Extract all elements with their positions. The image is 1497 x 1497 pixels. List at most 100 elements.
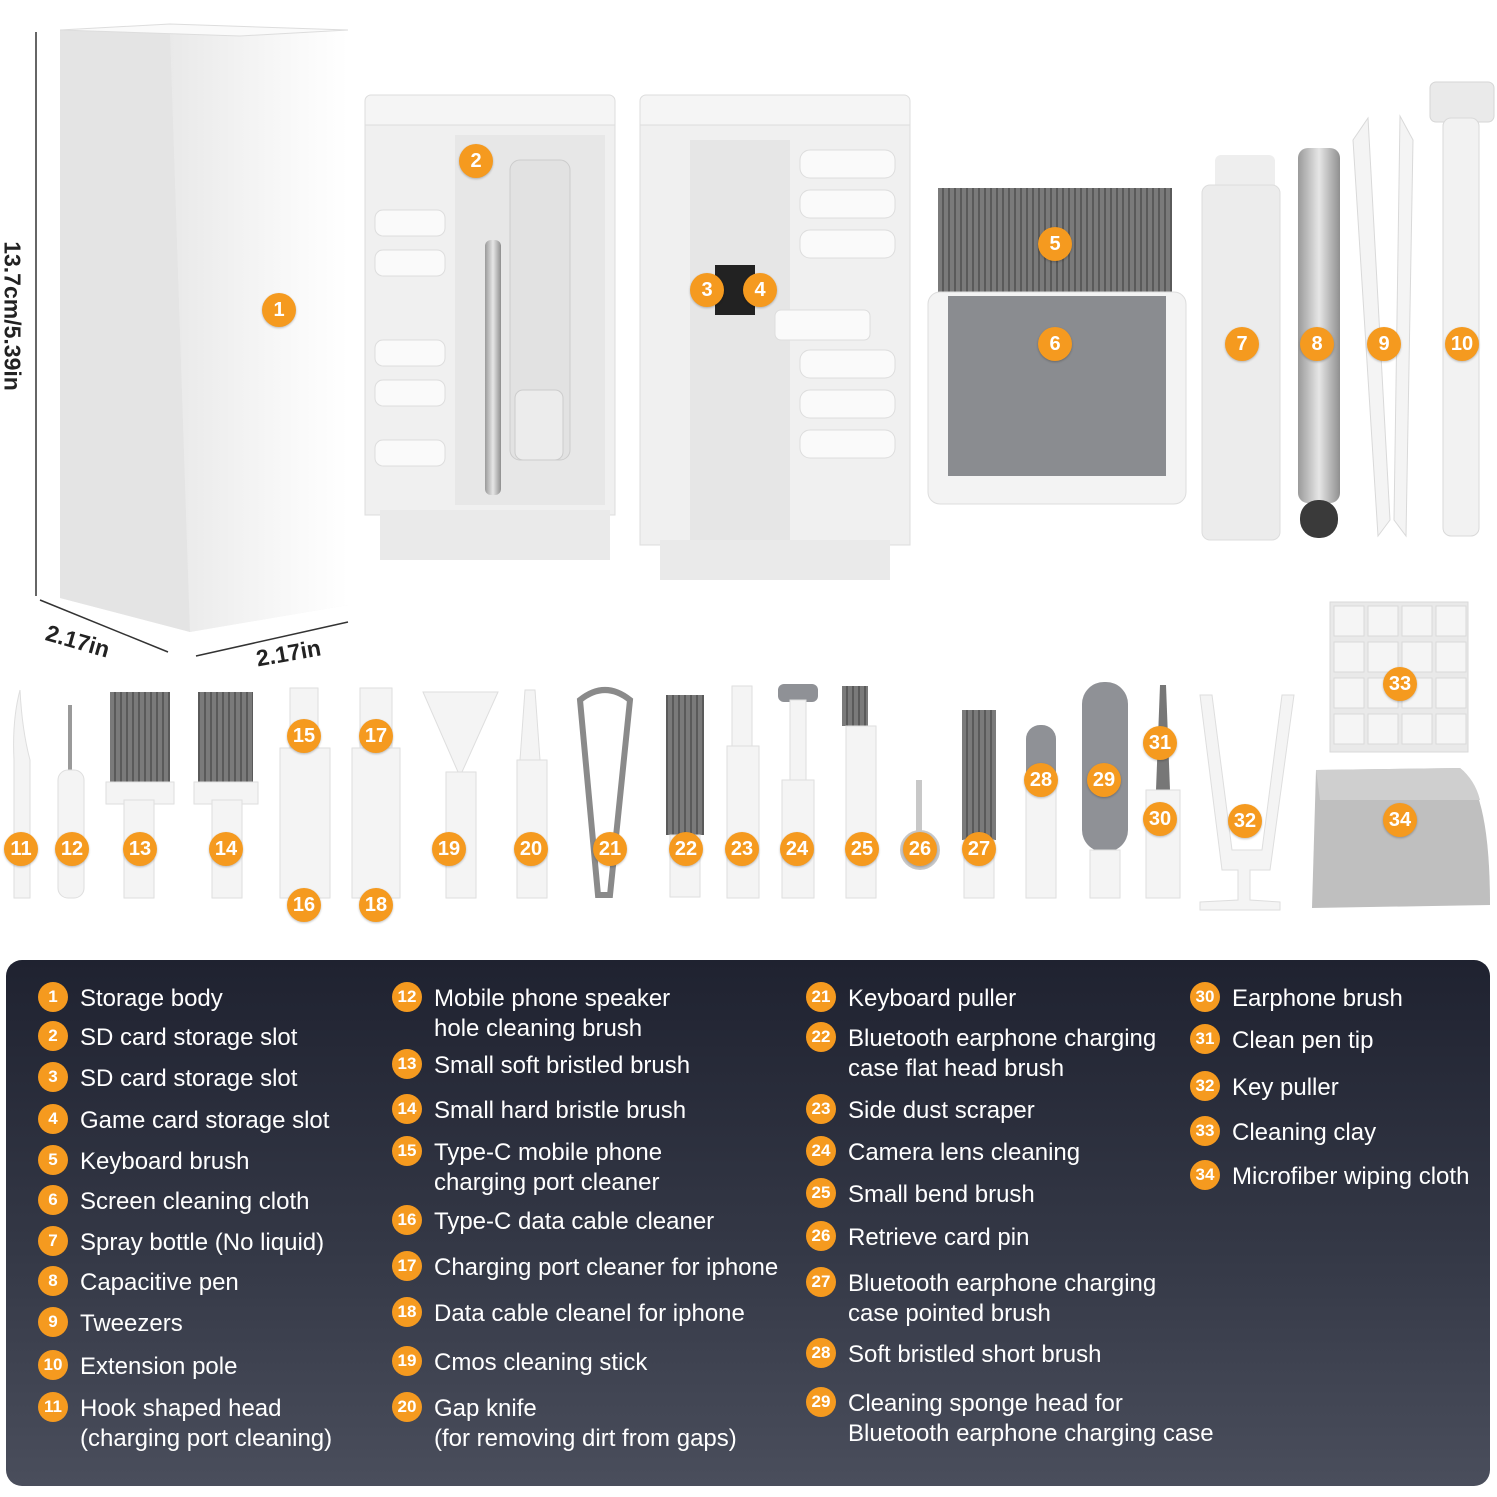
callout-badge: 34 xyxy=(1383,803,1417,837)
legend-item: 26 Retrieve card pin xyxy=(806,1221,1030,1253)
callout-badge: 11 xyxy=(4,832,38,866)
legend-text: Tweezers xyxy=(80,1310,183,1337)
legend-number: 3 xyxy=(38,1062,68,1092)
legend-number: 34 xyxy=(1190,1160,1220,1190)
legend-item: 2 SD card storage slot xyxy=(38,1021,298,1053)
legend-item: 3 SD card storage slot xyxy=(38,1062,298,1094)
legend-number: 20 xyxy=(392,1392,422,1422)
legend-item: 25 Small bend brush xyxy=(806,1178,1035,1210)
legend-text: SD card storage slot xyxy=(80,1065,298,1092)
legend-number: 13 xyxy=(392,1049,422,1079)
callout-badge: 31 xyxy=(1143,726,1177,760)
legend-number: 28 xyxy=(806,1338,836,1368)
legend-text: Microfiber wiping cloth xyxy=(1232,1163,1470,1190)
open-case-left xyxy=(364,94,616,560)
legend-item: 20 Gap knife (for removing dirt from gaps… xyxy=(392,1392,737,1454)
legend-number: 25 xyxy=(806,1178,836,1208)
legend-text: Cmos cleaning stick xyxy=(434,1349,648,1376)
legend-text: Retrieve card pin xyxy=(848,1224,1030,1251)
legend-number: 15 xyxy=(392,1136,422,1166)
legend-text: Clean pen tip xyxy=(1232,1027,1374,1054)
callout-badge: 3 xyxy=(690,273,724,307)
legend-item: 12 Mobile phone speaker hole cleaning bru… xyxy=(392,982,671,1044)
legend-item: 16 Type-C data cable cleaner xyxy=(392,1205,715,1237)
legend-number: 7 xyxy=(38,1226,68,1256)
callout-badge: 14 xyxy=(209,832,243,866)
callout-badge: 1 xyxy=(262,293,296,327)
callout-badge: 10 xyxy=(1445,327,1479,361)
legend-number: 33 xyxy=(1190,1116,1220,1146)
legend-text: Game card storage slot xyxy=(80,1107,330,1134)
callout-badge: 30 xyxy=(1143,802,1177,836)
extension-pole xyxy=(1429,81,1495,537)
product-drawing xyxy=(13,23,1495,911)
height-dimension-label: 13.7cm/5.39in xyxy=(0,241,26,391)
legend-number: 21 xyxy=(806,982,836,1012)
callout-badge: 18 xyxy=(359,888,393,922)
callout-badge: 33 xyxy=(1383,667,1417,701)
callout-badge: 20 xyxy=(514,832,548,866)
legend-number: 5 xyxy=(38,1145,68,1175)
legend-number: 12 xyxy=(392,982,422,1012)
callout-badge: 21 xyxy=(593,832,627,866)
callout-badge: 19 xyxy=(432,832,466,866)
legend-number: 9 xyxy=(38,1307,68,1337)
capacitive-pen xyxy=(1298,148,1340,538)
legend-text: Mobile phone speaker hole cleaning brush xyxy=(434,985,671,1042)
legend-number: 17 xyxy=(392,1251,422,1281)
keyboard-brush-and-cloth xyxy=(927,188,1187,505)
legend-text: Type-C data cable cleaner xyxy=(434,1208,715,1235)
legend-item: 34 Microfiber wiping cloth xyxy=(1190,1160,1470,1192)
callout-badge: 23 xyxy=(725,832,759,866)
legend-number: 16 xyxy=(392,1205,422,1235)
legend-number: 1 xyxy=(38,982,68,1012)
callout-badge: 6 xyxy=(1038,327,1072,361)
dimension-lines xyxy=(35,32,349,657)
legend-item: 17 Charging port cleaner for iphone xyxy=(392,1251,779,1283)
product-illustration: 13.7cm/5.39in 2.17in 2.17in 1 2 3 4 5 6 … xyxy=(0,23,1495,922)
legend-item: 7 Spray bottle (No liquid) xyxy=(38,1226,325,1258)
legend-item: 21 Keyboard puller xyxy=(806,982,1017,1014)
callout-badge: 27 xyxy=(962,832,996,866)
callout-badge: 32 xyxy=(1228,804,1262,838)
callout-badge: 26 xyxy=(903,832,937,866)
callout-badge: 28 xyxy=(1024,763,1058,797)
legend-text: Gap knife (for removing dirt from gaps) xyxy=(434,1395,737,1452)
tweezers xyxy=(1352,114,1414,538)
legend-number: 18 xyxy=(392,1297,422,1327)
legend-number: 10 xyxy=(38,1350,68,1380)
legend-text: Keyboard puller xyxy=(848,985,1017,1012)
legend-text: Spray bottle (No liquid) xyxy=(80,1229,325,1256)
spray-bottle xyxy=(1201,155,1281,541)
callout-badge: 15 xyxy=(287,719,321,753)
legend-text: SD card storage slot xyxy=(80,1024,298,1051)
legend-text: Charging port cleaner for iphone xyxy=(434,1254,779,1281)
legend-text: Screen cleaning cloth xyxy=(80,1188,310,1215)
legend-number: 26 xyxy=(806,1221,836,1251)
legend-number: 8 xyxy=(38,1266,68,1296)
legend-text: Small bend brush xyxy=(848,1181,1035,1208)
legend-number: 2 xyxy=(38,1021,68,1051)
callout-badge: 8 xyxy=(1300,327,1334,361)
legend-text: Soft bristled short brush xyxy=(848,1341,1102,1368)
callout-badge: 29 xyxy=(1087,763,1121,797)
